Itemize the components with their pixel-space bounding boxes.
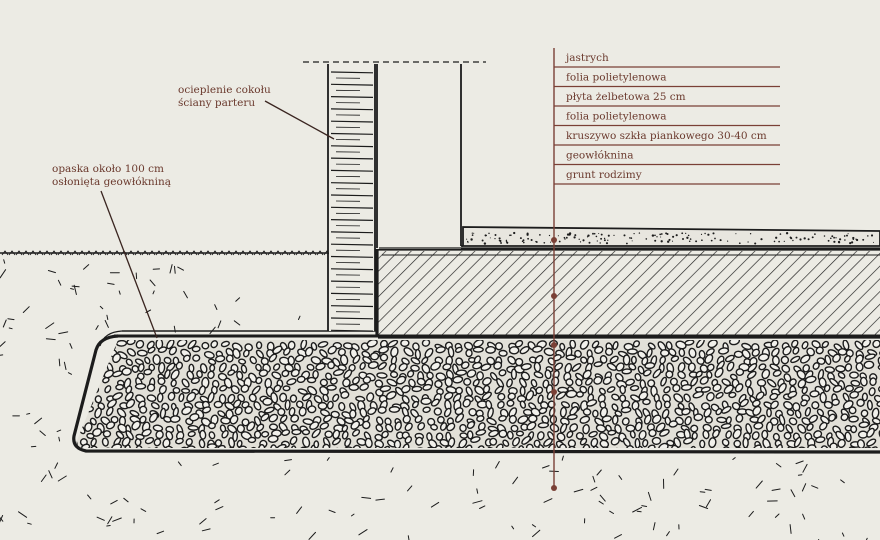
ground-grass: [1, 250, 331, 256]
screed-layer: [462, 226, 880, 247]
layer-marker: [551, 342, 557, 348]
aggregate-layer: [72, 330, 880, 454]
layer-marker: [551, 389, 557, 395]
native-soil: [0, 259, 868, 540]
layer-marker: [551, 485, 557, 491]
layer-label: jastrych: [564, 52, 609, 64]
band-label-line-2: osłonięta geowłókniną: [52, 176, 171, 188]
layer-label: kruszywo szkła piankowego 30-40 cm: [566, 130, 767, 142]
insulation-leader: [264, 100, 335, 140]
layer-label: płyta żelbetowa 25 cm: [566, 91, 686, 103]
layer-legend: jastrych folia polietylenowa płyta żelbeto…: [551, 48, 780, 491]
layer-marker: [551, 293, 557, 299]
layer-label: geowłóknina: [566, 150, 633, 162]
insulation-label-line-2: ściany parteru: [178, 97, 255, 109]
layer-label: folia polietylenowa: [566, 111, 667, 123]
insulation-label: ocieplenie cokołu ściany parteru: [178, 84, 335, 140]
concrete-slab: [375, 247, 880, 339]
band-label-line-1: opaska około 100 cm: [52, 163, 164, 175]
ground-floor-wall: [376, 64, 463, 249]
insulation-label-line-1: ocieplenie cokołu: [178, 84, 271, 96]
layer-label: grunt rodzimy: [566, 169, 642, 181]
band-label: opaska około 100 cm osłonięta geowłóknin…: [52, 163, 171, 339]
band-leader: [100, 190, 158, 339]
layer-label: folia polietylenowa: [566, 72, 667, 84]
plinth-insulation: [327, 64, 376, 337]
layer-marker: [551, 237, 557, 243]
